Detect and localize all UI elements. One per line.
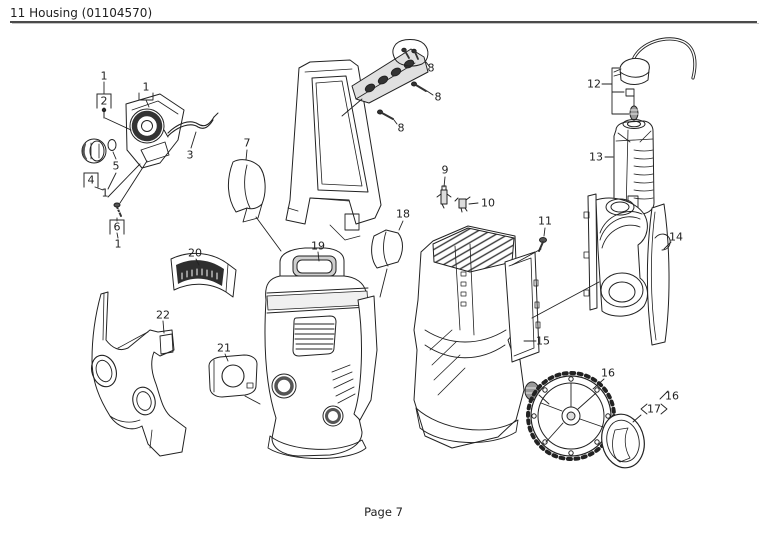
part-label-20: 20: [188, 246, 202, 260]
part-grip-cover-7: [228, 159, 266, 223]
part-hubcap-17: [601, 413, 645, 469]
part-label-12: 12: [587, 77, 601, 91]
part-front-housing-19: [264, 247, 378, 459]
part-cover-assembly: [81, 93, 219, 217]
part-label-6: 6: [109, 219, 125, 235]
part-label-22: 22: [156, 308, 170, 322]
part-grip-strip: [351, 48, 429, 104]
part-label-11: 11: [538, 214, 552, 228]
part-label-21: 21: [217, 341, 231, 355]
part-label-9: 9: [441, 163, 449, 177]
part-label-17: 17: [647, 402, 661, 416]
part-label-8: 8: [397, 121, 405, 135]
part-label-3: 3: [186, 148, 194, 162]
part-tank-13: [613, 119, 655, 216]
part-clip-10: [454, 196, 471, 213]
part-label-8: 8: [427, 61, 435, 75]
part-label-19: 19: [311, 239, 325, 253]
part-label-8: 8: [434, 90, 442, 104]
part-label-1: 1: [142, 80, 150, 94]
part-clamp-21: [208, 354, 258, 398]
part-label-1: 1: [100, 69, 108, 83]
part-label-14: 14: [669, 230, 683, 244]
part-clip-9: [436, 185, 452, 209]
part-label-16: 16: [665, 389, 679, 403]
header-divider-shadow: [12, 23, 759, 24]
part-brand-banner-20: [170, 252, 237, 298]
part-side-shell-22: [91, 291, 187, 457]
part-label-13: 13: [589, 150, 603, 164]
part-label-5: 5: [112, 159, 120, 173]
part-label-2: 2: [96, 93, 112, 109]
part-shell-14: [583, 193, 671, 346]
part-rear-housing-15: [413, 225, 541, 449]
part-screws-8: [377, 39, 429, 120]
part-hook-18: [371, 229, 403, 269]
part-cap-hose-12: [613, 37, 697, 121]
page-footer: Page 7: [364, 505, 403, 519]
part-label-1: 1: [101, 186, 109, 200]
header-divider: [10, 21, 757, 23]
part-label-15: 15: [536, 334, 550, 348]
leader-lines: [94, 61, 672, 423]
part-label-7: 7: [243, 136, 251, 150]
part-label-10: 10: [481, 196, 495, 210]
part-label-4: 4: [83, 172, 99, 188]
part-handle-frame: [285, 59, 382, 241]
page-header-title: 11 Housing (01104570): [10, 6, 153, 20]
part-label-18: 18: [396, 207, 410, 221]
part-label-16: 16: [601, 366, 615, 380]
part-label-1: 1: [114, 237, 122, 251]
